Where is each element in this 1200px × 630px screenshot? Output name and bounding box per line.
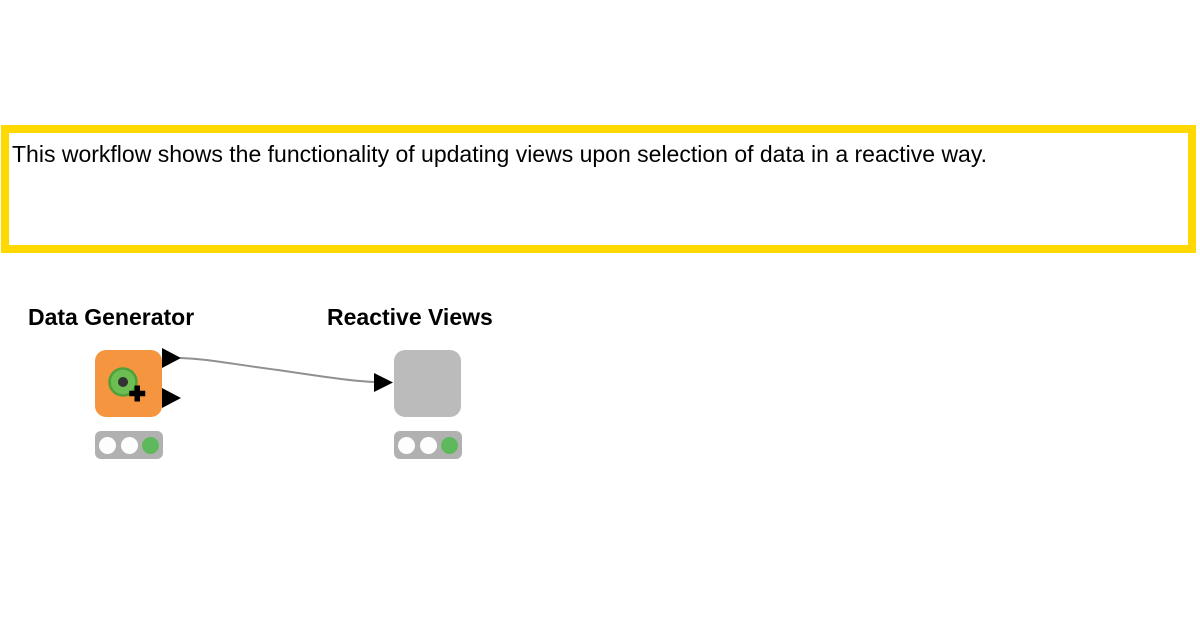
output-port-icon[interactable] <box>162 388 181 408</box>
status-light <box>398 436 415 454</box>
traffic-light-icon <box>95 431 163 459</box>
input-port-icon[interactable] <box>374 373 393 392</box>
annotation-box[interactable]: This workflow shows the functionality of… <box>1 125 1196 253</box>
status-light <box>419 436 437 454</box>
connection-line[interactable] <box>180 357 375 383</box>
output-port-icon[interactable] <box>162 348 181 368</box>
status-light <box>142 436 159 454</box>
node-body-reactive-views[interactable] <box>394 350 461 417</box>
data-generator-icon <box>108 367 146 402</box>
node-label-data-generator: Data Generator <box>28 304 195 330</box>
status-light <box>120 436 138 454</box>
node-body-data-generator[interactable] <box>95 350 162 417</box>
status-light <box>441 436 458 454</box>
annotation-text: This workflow shows the functionality of… <box>12 141 988 167</box>
node-label-reactive-views: Reactive Views <box>327 304 493 330</box>
status-light <box>99 436 116 454</box>
traffic-light-icon <box>394 431 462 459</box>
